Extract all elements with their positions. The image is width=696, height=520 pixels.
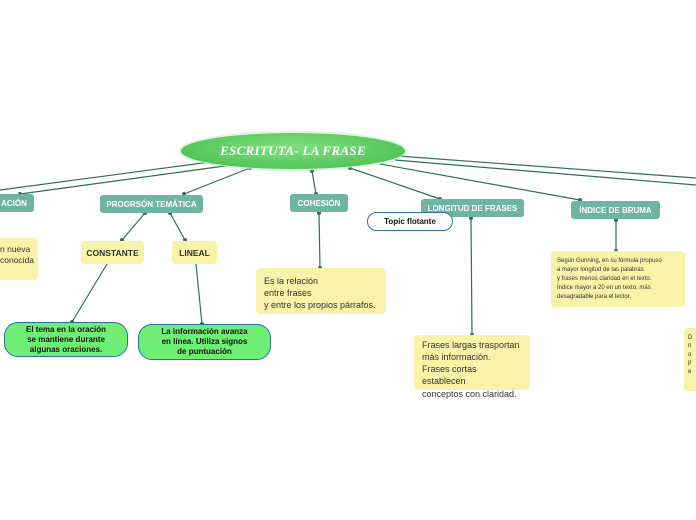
link-cohesion-note (318, 212, 321, 269)
note-left-cut[interactable]: n nueva conocida (0, 238, 38, 280)
subtopic-constante[interactable]: CONSTANTE (81, 241, 144, 264)
link-root-progresion (183, 167, 251, 195)
note-indice-de-bruma[interactable]: Según Gunning, en su fórmula propuso a m… (551, 251, 685, 307)
topic-progresion-tematica[interactable]: PROGRSÓN TEMÁTICA (100, 195, 203, 213)
note-longitud-de-frases[interactable]: Frases largas trasportan más información… (414, 335, 530, 399)
central-topic[interactable]: ESCRITUTA- LA FRASE (180, 132, 406, 170)
subtopic-lineal[interactable]: LINEAL (172, 241, 217, 264)
detail-constante[interactable]: El tema en la oración se mantiene durant… (4, 322, 128, 357)
topic-left-cut[interactable]: ACIÓN (0, 194, 34, 212)
link-root-right1 (394, 159, 696, 186)
floating-topic[interactable]: Topic flotante (367, 212, 453, 231)
link-root-left2 (19, 164, 233, 195)
link-progresion-constante (121, 212, 146, 241)
note-right-cut[interactable]: D n o p e (684, 328, 696, 391)
link-root-right2 (397, 155, 696, 179)
link-progresion-lineal (169, 212, 186, 241)
topic-indice-de-bruma[interactable]: ÍNDICE DE BRUMA (571, 201, 660, 219)
link-longitud-note (470, 217, 473, 336)
link-lineal-detail (195, 263, 203, 325)
link-root-left (0, 159, 226, 191)
link-root-cohesion (311, 170, 317, 195)
note-cohesion[interactable]: Es la relación entre frases y entre los … (256, 268, 386, 314)
detail-lineal[interactable]: La información avanza en línea. Utiliza … (138, 324, 271, 360)
link-constante-detail (71, 263, 108, 323)
link-root-bruma (379, 163, 581, 201)
link-root-longitud (349, 167, 441, 200)
topic-cohesion[interactable]: COHESIÓN (290, 194, 348, 212)
